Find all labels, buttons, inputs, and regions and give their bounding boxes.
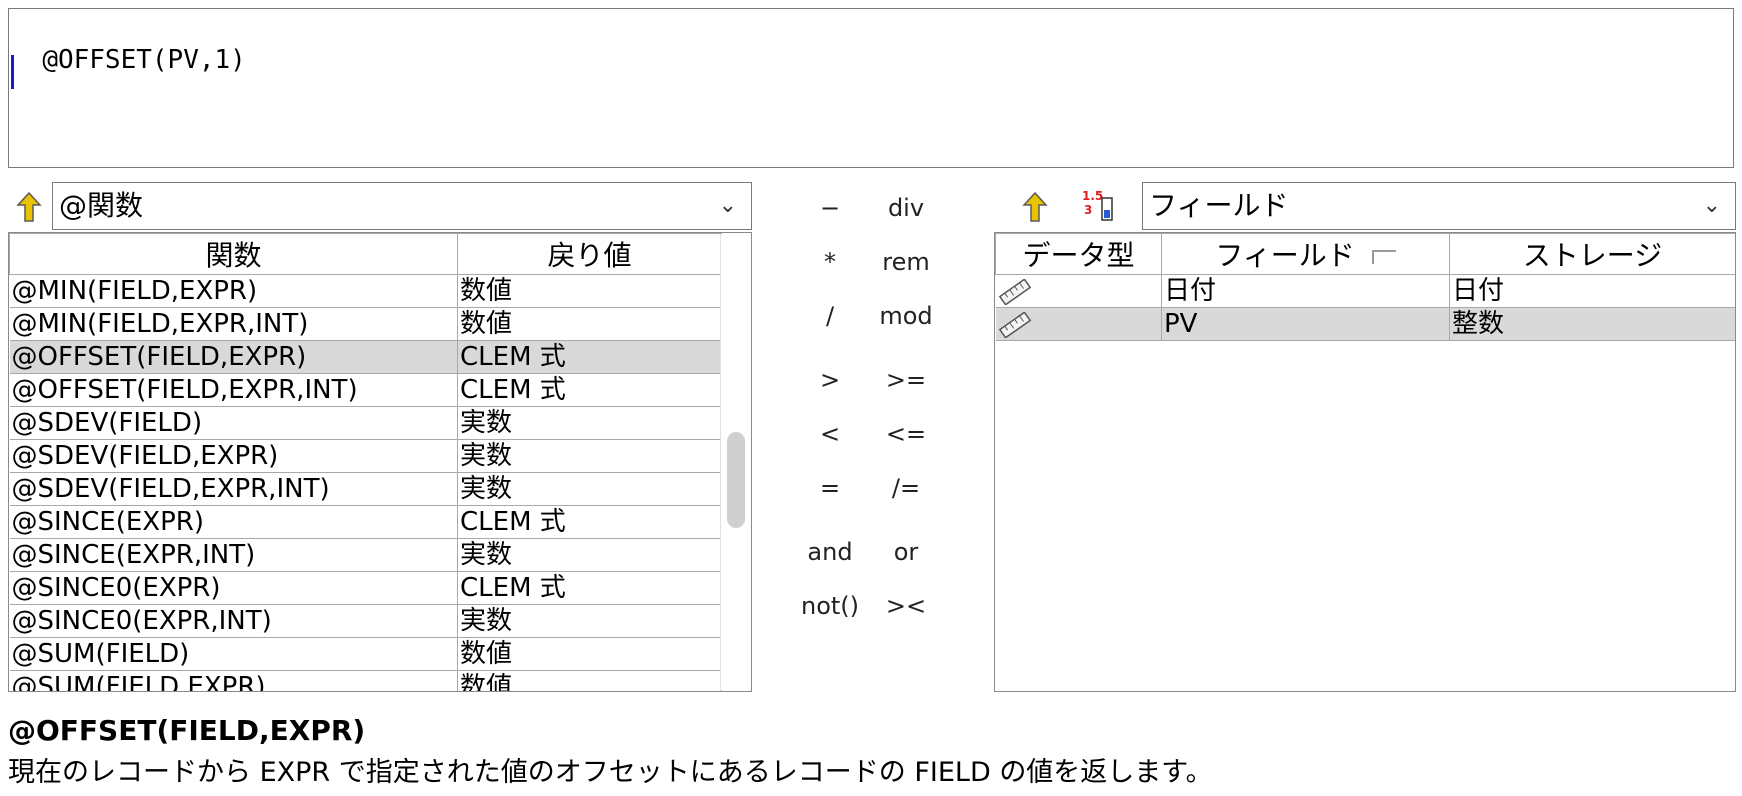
- function-name: @SDEV(FIELD,EXPR,INT): [9, 472, 458, 506]
- function-return-type: 実数: [457, 538, 722, 572]
- expression-editor[interactable]: @OFFSET(PV,1): [8, 8, 1734, 168]
- column-header-data-type[interactable]: データ型: [995, 233, 1162, 275]
- function-category-select[interactable]: @関数 ⌄: [52, 182, 752, 230]
- function-row[interactable]: @SDEV(FIELD,EXPR)実数: [9, 439, 722, 473]
- expression-text: @OFFSET(PV,1): [42, 45, 246, 75]
- field-type-cell: [995, 274, 1162, 308]
- operator-button[interactable]: div: [887, 194, 925, 222]
- text-caret: [11, 55, 14, 89]
- function-return-type: 数値: [457, 670, 722, 691]
- function-name: @OFFSET(FIELD,EXPR): [9, 340, 458, 374]
- chevron-down-icon: ⌄: [1702, 193, 1721, 218]
- svg-text:1.5: 1.5: [1082, 189, 1103, 203]
- column-header-storage[interactable]: ストレージ: [1449, 233, 1735, 275]
- function-row[interactable]: @SDEV(FIELD,EXPR,INT)実数: [9, 472, 722, 506]
- function-description-title: @OFFSET(FIELD,EXPR): [8, 714, 366, 747]
- function-description-text: 現在のレコードから EXPR で指定された値のオフセットにあるレコードの FIE…: [8, 757, 1213, 788]
- function-row[interactable]: @SUM(FIELD,EXPR)数値: [9, 670, 722, 691]
- operator-pad: − div * rem / mod > >= < <= = /= and or not() ><: [795, 188, 955, 628]
- column-header-field[interactable]: フィールド: [1161, 233, 1450, 275]
- function-name: @SDEV(FIELD,EXPR): [9, 439, 458, 473]
- value-picker-icon[interactable]: 1.5 3: [1080, 188, 1116, 228]
- function-return-type: 実数: [457, 472, 722, 506]
- function-row[interactable]: @MIN(FIELD,EXPR)数値: [9, 274, 722, 308]
- function-return-type: CLEM 式: [457, 340, 722, 374]
- function-list-scrollbar[interactable]: [720, 234, 748, 690]
- field-category-value: フィールド: [1149, 189, 1289, 222]
- function-name: @SDEV(FIELD): [9, 406, 458, 440]
- function-row[interactable]: @SINCE(EXPR)CLEM 式: [9, 505, 722, 539]
- column-header-return[interactable]: 戻り値: [457, 233, 722, 275]
- function-return-type: 実数: [457, 406, 722, 440]
- field-storage: 日付: [1449, 274, 1735, 308]
- function-name: @SINCE0(EXPR): [9, 571, 458, 605]
- svg-text:3: 3: [1084, 203, 1092, 217]
- operator-button[interactable]: /=: [891, 474, 921, 502]
- operator-button[interactable]: rem: [882, 248, 930, 276]
- function-row[interactable]: @OFFSET(FIELD,EXPR,INT)CLEM 式: [9, 373, 722, 407]
- up-arrow-icon[interactable]: [14, 190, 44, 228]
- function-row[interactable]: @OFFSET(FIELD,EXPR)CLEM 式: [9, 340, 722, 374]
- function-row[interactable]: @SINCE(EXPR,INT)実数: [9, 538, 722, 572]
- function-name: @SUM(FIELD,EXPR): [9, 670, 458, 691]
- function-row[interactable]: @SINCE0(EXPR,INT)実数: [9, 604, 722, 638]
- function-return-type: CLEM 式: [457, 505, 722, 539]
- function-return-type: CLEM 式: [457, 373, 722, 407]
- function-name: @MIN(FIELD,EXPR,INT): [9, 307, 458, 341]
- function-return-type: CLEM 式: [457, 571, 722, 605]
- field-name: 日付: [1161, 274, 1450, 308]
- field-type-cell: [995, 307, 1162, 341]
- operator-button[interactable]: or: [893, 538, 919, 566]
- function-return-type: 数値: [457, 307, 722, 341]
- operator-button[interactable]: >=: [885, 366, 927, 394]
- field-name: PV: [1161, 307, 1450, 341]
- function-row[interactable]: @MIN(FIELD,EXPR,INT)数値: [9, 307, 722, 341]
- operator-button[interactable]: =: [819, 474, 841, 502]
- function-name: @MIN(FIELD,EXPR): [9, 274, 458, 308]
- operator-button[interactable]: mod: [879, 302, 933, 330]
- continuous-measure-icon: [998, 277, 1031, 306]
- function-return-type: 実数: [457, 604, 722, 638]
- operator-button[interactable]: >: [819, 366, 841, 394]
- chevron-down-icon: ⌄: [718, 193, 737, 218]
- function-name: @SINCE0(EXPR,INT): [9, 604, 458, 638]
- operator-button[interactable]: ><: [885, 592, 927, 620]
- field-storage: 整数: [1449, 307, 1735, 341]
- field-category-select[interactable]: フィールド ⌄: [1142, 182, 1736, 230]
- operator-button[interactable]: /: [825, 302, 835, 330]
- operator-button[interactable]: −: [819, 194, 841, 222]
- operator-button[interactable]: *: [824, 248, 836, 276]
- operator-button[interactable]: <=: [885, 420, 927, 448]
- function-list[interactable]: 関数 戻り値 @MIN(FIELD,EXPR)数値@MIN(FIELD,EXPR…: [8, 232, 752, 692]
- function-row[interactable]: @SINCE0(EXPR)CLEM 式: [9, 571, 722, 605]
- operator-button[interactable]: not(): [800, 592, 860, 620]
- sort-indicator-icon: [1371, 250, 1396, 264]
- function-row[interactable]: @SUM(FIELD)数値: [9, 637, 722, 671]
- up-arrow-icon[interactable]: [1020, 190, 1050, 228]
- column-header-field-label: フィールド: [1215, 239, 1355, 272]
- field-row[interactable]: 日付日付: [995, 274, 1735, 308]
- function-name: @OFFSET(FIELD,EXPR,INT): [9, 373, 458, 407]
- function-return-type: 実数: [457, 439, 722, 473]
- function-name: @SUM(FIELD): [9, 637, 458, 671]
- operator-button[interactable]: and: [807, 538, 853, 566]
- continuous-measure-icon: [998, 310, 1031, 339]
- function-name: @SINCE(EXPR,INT): [9, 538, 458, 572]
- function-return-type: 数値: [457, 637, 722, 671]
- function-return-type: 数値: [457, 274, 722, 308]
- operator-button[interactable]: <: [819, 420, 841, 448]
- scrollbar-thumb[interactable]: [727, 432, 745, 528]
- function-name: @SINCE(EXPR): [9, 505, 458, 539]
- function-row[interactable]: @SDEV(FIELD)実数: [9, 406, 722, 440]
- column-header-function[interactable]: 関数: [9, 233, 458, 275]
- function-category-value: @関数: [59, 189, 144, 222]
